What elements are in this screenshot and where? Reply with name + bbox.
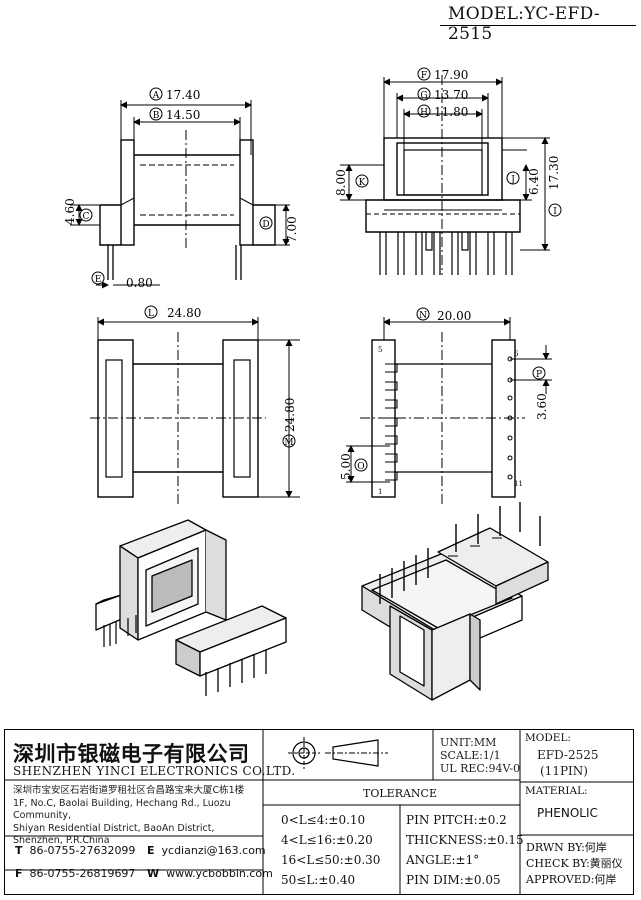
model-label: MODEL: [525, 732, 571, 744]
web-value[interactable]: www.ycbobbin.com [166, 867, 273, 880]
model-title-underline [440, 25, 636, 26]
side-view [340, 67, 562, 275]
material-value: PHENOLIC [537, 806, 598, 820]
address: 深圳市宝安区石岩街道罗租社区合昌路宝来大厦C栋1楼 1F, No.C, Baol… [13, 785, 268, 848]
bottom-view-labels: N 20.00 P 3.60 O 5.00 5 1 6 11 [339, 309, 549, 496]
dim-letter-g: G [420, 91, 427, 101]
model-pins: (11PIN) [540, 764, 588, 778]
dim-letter-o: O [357, 462, 364, 472]
isometric-view-top [95, 519, 287, 696]
tolerance-length: 0<L≤4:±0.10 4<L≤16:±0.20 16<L≤50:±0.30 5… [281, 810, 380, 890]
front-view-labels: A 17.40 B 14.50 C 4.60 D 7.00 E 0.80 [63, 88, 299, 290]
dim-j: 6.40 [527, 168, 541, 195]
company-name-en: SHENZHEN YINCI ELECTRONICS CO,LTD. [13, 764, 296, 778]
tol-row: PIN PITCH:±0.2 [406, 813, 507, 827]
tol-row: 4<L≤16:±0.20 [281, 833, 373, 847]
dim-letter-k: K [359, 178, 366, 188]
dim-h: 11.80 [434, 105, 468, 119]
address-en-line2: Shiyan Residential District, BaoAn Distr… [13, 822, 215, 834]
dim-k: 8.00 [334, 169, 348, 196]
fax-value: 86-0755-26819697 [29, 867, 136, 880]
dim-f: 17.90 [434, 68, 468, 82]
material-label: MATERIAL: [525, 785, 588, 797]
dim-letter-j: J [510, 175, 515, 185]
front-view [70, 87, 290, 289]
dim-l: 24.80 [167, 306, 201, 320]
model-value: EFD-2525 [537, 748, 599, 762]
side-view-labels: F 17.90 G 13.70 H 11.80 K 8.00 J 6.40 I … [334, 68, 561, 217]
tel-label: T [15, 844, 23, 857]
title-block-lines [4, 729, 634, 895]
dim-letter-i: I [553, 207, 557, 217]
tol-row: ANGLE:±1° [406, 853, 480, 867]
dim-p: 3.60 [535, 393, 549, 420]
fax-label: F [15, 867, 23, 880]
dim-i: 17.30 [547, 156, 561, 190]
unit: UNIT:MM [440, 736, 497, 749]
dim-letter-m: M [284, 438, 293, 448]
contact-email: E ycdianzi@163.com [147, 844, 266, 857]
dim-b: 14.50 [166, 108, 200, 122]
pin-number-5: 5 [378, 346, 382, 354]
signatures: DRWN BY:何岸 CHECK BY:黄丽仪 APPROVED:何岸 [526, 840, 623, 888]
scale: SCALE:1/1 [440, 749, 501, 762]
pin-number-1: 1 [378, 488, 382, 496]
email-value[interactable]: ycdianzi@163.com [161, 844, 266, 857]
tel-value: 86-0755-27632099 [29, 844, 136, 857]
drawn-by: DRWN BY:何岸 [526, 841, 607, 854]
dim-e: 0.80 [126, 276, 153, 290]
tol-row: 50≤L:±0.40 [281, 873, 356, 887]
contact-tel: T 86-0755-27632099 [15, 844, 135, 857]
dim-a: 17.40 [166, 88, 200, 102]
dim-g: 13.70 [434, 88, 468, 102]
check-by: CHECK BY:黄丽仪 [526, 857, 623, 870]
tolerance-title: TOLERANCE [363, 787, 437, 800]
ul-rec: UL REC:94V-0 [440, 762, 521, 775]
tol-row: 0<L≤4:±0.10 [281, 813, 366, 827]
pin-number-11: 11 [514, 480, 523, 488]
unit-info: UNIT:MM SCALE:1/1 UL REC:94V-0 [440, 736, 520, 775]
address-cn: 深圳市宝安区石岩街道罗租社区合昌路宝来大厦C栋1楼 [13, 785, 245, 796]
model-title: MODEL:YC-EFD-2515 [448, 4, 600, 44]
title-block: 深圳市银磁电子有限公司 SHENZHEN YINCI ELECTRONICS C… [4, 729, 634, 895]
dim-letter-a: A [152, 91, 160, 101]
company-name-cn: 深圳市银磁电子有限公司 [13, 742, 250, 766]
top-view-labels: L 24.80 M 24.80 [148, 306, 297, 448]
email-label: E [147, 844, 155, 857]
dim-letter-f: F [421, 71, 427, 81]
dim-o: 5.00 [339, 453, 353, 480]
contact-fax: F 86-0755-26819697 [15, 867, 135, 880]
tolerance-other: PIN PITCH:±0.2 THICKNESS:±0.15 ANGLE:±1°… [406, 810, 524, 890]
web-label: W [147, 867, 160, 880]
dim-letter-b: B [153, 111, 160, 121]
address-en-line3: Shenzhen, P.R.China [13, 835, 110, 846]
tol-row: PIN DIM:±0.05 [406, 873, 501, 887]
contact-web: W www.ycbobbin.com [147, 867, 273, 880]
dim-letter-d: D [262, 220, 269, 230]
dim-letter-n: N [419, 311, 427, 321]
dim-letter-p: P [536, 370, 542, 380]
isometric-view-bottom [361, 502, 549, 701]
dim-letter-h: H [420, 108, 428, 118]
dim-m: 24.80 [283, 398, 297, 432]
address-en-line1: 1F, No.C, Baolai Building, Hechang Rd., … [13, 797, 231, 822]
top-view [90, 305, 300, 505]
dim-n: 20.00 [437, 309, 471, 323]
tol-row: 16<L≤50:±0.30 [281, 853, 381, 867]
pin-number-6: 6 [514, 350, 519, 358]
dim-d: 7.00 [285, 216, 299, 243]
tol-row: THICKNESS:±0.15 [406, 833, 524, 847]
bottom-view [346, 307, 552, 505]
dim-c: 4.60 [63, 198, 77, 225]
dim-letter-l: L [148, 309, 154, 319]
approved-by: APPROVED:何岸 [526, 873, 617, 886]
dim-letter-c: C [83, 212, 90, 222]
dim-letter-e: E [95, 275, 102, 285]
